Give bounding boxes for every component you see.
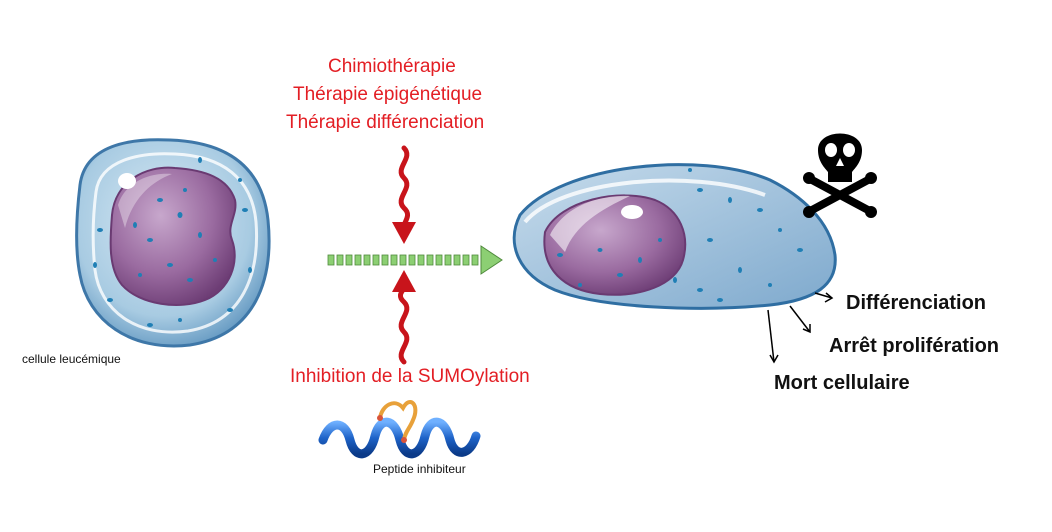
cell-highlight-right bbox=[621, 205, 643, 219]
peptide-label: Peptide inhibiteur bbox=[373, 462, 466, 476]
peptide-helix-icon bbox=[318, 400, 481, 459]
differentiated-cell bbox=[512, 163, 837, 310]
therapy-label-2: Thérapie épigénétique bbox=[293, 84, 483, 105]
outcome-differentiation: Différenciation bbox=[846, 292, 987, 314]
inhibition-label: Inhibition de la SUMOylation bbox=[290, 366, 530, 387]
leukemic-cell bbox=[75, 138, 271, 348]
cell-highlight bbox=[118, 173, 136, 189]
outcome-arrows bbox=[767, 292, 834, 364]
progression-arrow bbox=[327, 245, 503, 275]
leukemic-cell-label: cellule leucémique bbox=[22, 352, 121, 366]
therapy-label-3: Thérapie différenciation bbox=[286, 112, 485, 133]
inhibition-arrow-up bbox=[392, 270, 416, 365]
outcome-cell-death: Mort cellulaire bbox=[774, 372, 910, 394]
granules bbox=[93, 157, 252, 327]
therapy-label-1: Chimiothérapie bbox=[328, 56, 456, 77]
therapy-arrow-down bbox=[392, 145, 416, 244]
skull-crossbones-icon bbox=[803, 133, 877, 218]
outcome-proliferation-arrest: Arrêt prolifération bbox=[829, 335, 1000, 357]
